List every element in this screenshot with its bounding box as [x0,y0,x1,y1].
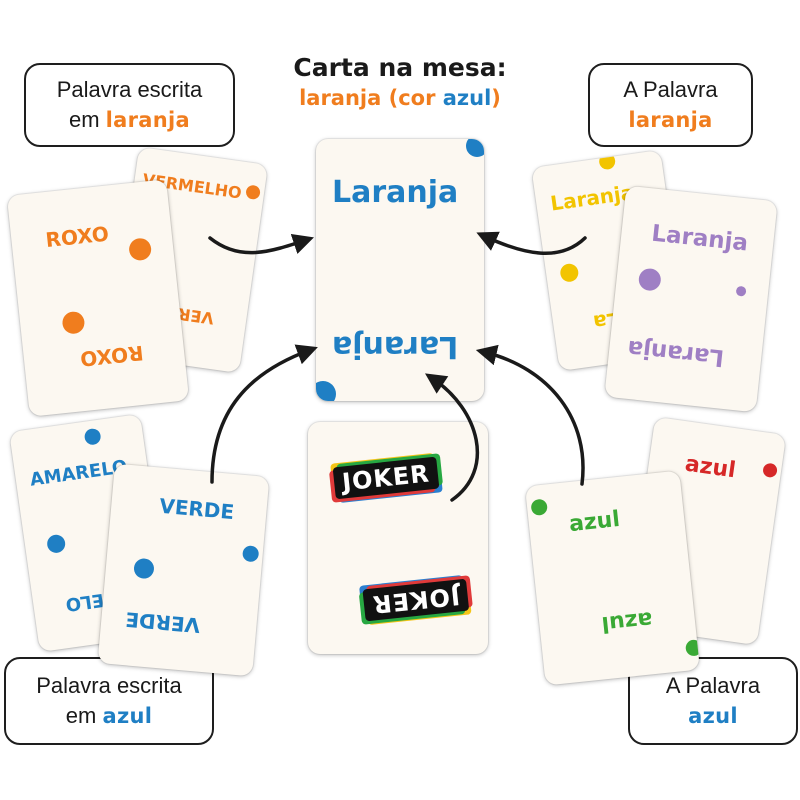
callout-line2: em azul [6,701,212,731]
callout-line2: em laranja [26,105,233,135]
header-title: Carta na mesa: [293,53,507,82]
callout-prefix: em [68,107,106,132]
arrow-top-left [208,234,314,255]
arrow-bottom-left [210,344,318,484]
callout-prefix: em [65,703,103,728]
arrow-joker [425,373,480,502]
paint-splat-icon [316,381,336,401]
callout-line1: Palavra escrita [56,77,203,102]
callout-written-in-blue: Palavra escrita em azul [4,657,214,745]
callout-highlight: laranja [105,108,190,132]
header-word: laranja [299,86,382,110]
callout-highlight: azul [102,704,153,728]
callout-line1: Palavra escrita [36,673,182,698]
paint-splat-icon [466,139,484,157]
callout-line1: A Palavra [665,673,761,698]
table-card-header: Carta na mesa: laranja (cor azul) [250,52,550,112]
arrow-top-right [476,231,587,256]
callout-word-orange: A Palavra laranja [588,63,753,147]
header-subtitle: laranja (cor azul) [250,84,550,112]
card-table-laranja: Laranja Laranja [316,139,484,401]
header-color-word: azul [442,86,492,110]
card-word: Laranja [332,175,459,210]
arrow-bottom-right [475,344,585,486]
header-paren-open: (cor [388,86,443,110]
callout-highlight: azul [688,704,738,728]
card-joker: JOKER JOKER [308,422,488,654]
callout-highlight: laranja [628,108,713,132]
callout-line1: A Palavra [623,77,718,102]
callout-written-in-orange: Palavra escrita em laranja [24,63,235,147]
header-paren-close: ) [491,86,501,110]
